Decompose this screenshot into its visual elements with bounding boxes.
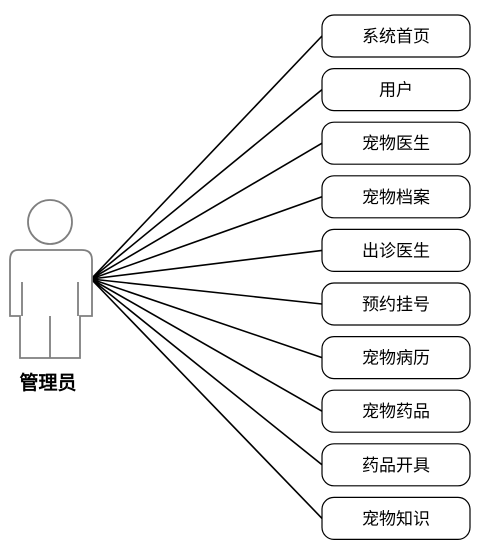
association-line [90, 278, 323, 466]
use-case-item: 宠物病历 [321, 336, 471, 380]
use-case-label: 宠物药品 [362, 402, 430, 422]
use-case-label: 药品开具 [362, 456, 430, 476]
actor-head [27, 199, 73, 245]
use-case-box [321, 389, 471, 433]
association-line [90, 278, 323, 305]
association-line [90, 278, 323, 359]
use-case-label: 宠物档案 [362, 188, 430, 208]
use-case-item: 用户 [321, 67, 471, 112]
use-case-label: 宠物医生 [362, 134, 430, 154]
use-case-item: 药品开具 [321, 443, 471, 487]
association-line [90, 88, 323, 280]
use-case-box [321, 282, 471, 326]
use-case-label: 系统首页 [362, 27, 430, 47]
association-line [90, 142, 323, 280]
use-case-label: 宠物知识 [362, 509, 430, 529]
actor-label: 管理员 [19, 371, 76, 394]
use-case-box [321, 228, 471, 272]
actor-body [9, 249, 93, 359]
use-case-item: 宠物档案 [321, 175, 471, 219]
use-case-box [321, 14, 471, 58]
use-case-box [321, 67, 471, 112]
use-case-item: 宠物医生 [321, 121, 471, 165]
use-case-box [321, 175, 471, 219]
use-case-item: 宠物知识 [321, 496, 471, 540]
use-case-label: 预约挂号 [362, 295, 430, 315]
actor-figure: 管理员 [9, 199, 93, 394]
association-line [90, 196, 323, 280]
use-case-item: 预约挂号 [321, 282, 471, 326]
use-case-box [321, 336, 471, 380]
use-case-item: 系统首页 [321, 14, 471, 58]
association-line [90, 278, 323, 519]
association-line [90, 35, 323, 280]
association-line [90, 249, 323, 280]
use-case-item: 出诊医生 [321, 228, 471, 272]
use-case-box [321, 496, 471, 540]
use-case-label: 用户 [379, 81, 413, 101]
use-case-box [321, 443, 471, 487]
association-lines [90, 35, 323, 519]
use-case-label: 宠物病历 [362, 349, 430, 369]
use-case-item: 宠物药品 [321, 389, 471, 433]
association-line [90, 278, 323, 412]
use-case-label: 出诊医生 [362, 241, 430, 261]
use-case-box [321, 121, 471, 165]
